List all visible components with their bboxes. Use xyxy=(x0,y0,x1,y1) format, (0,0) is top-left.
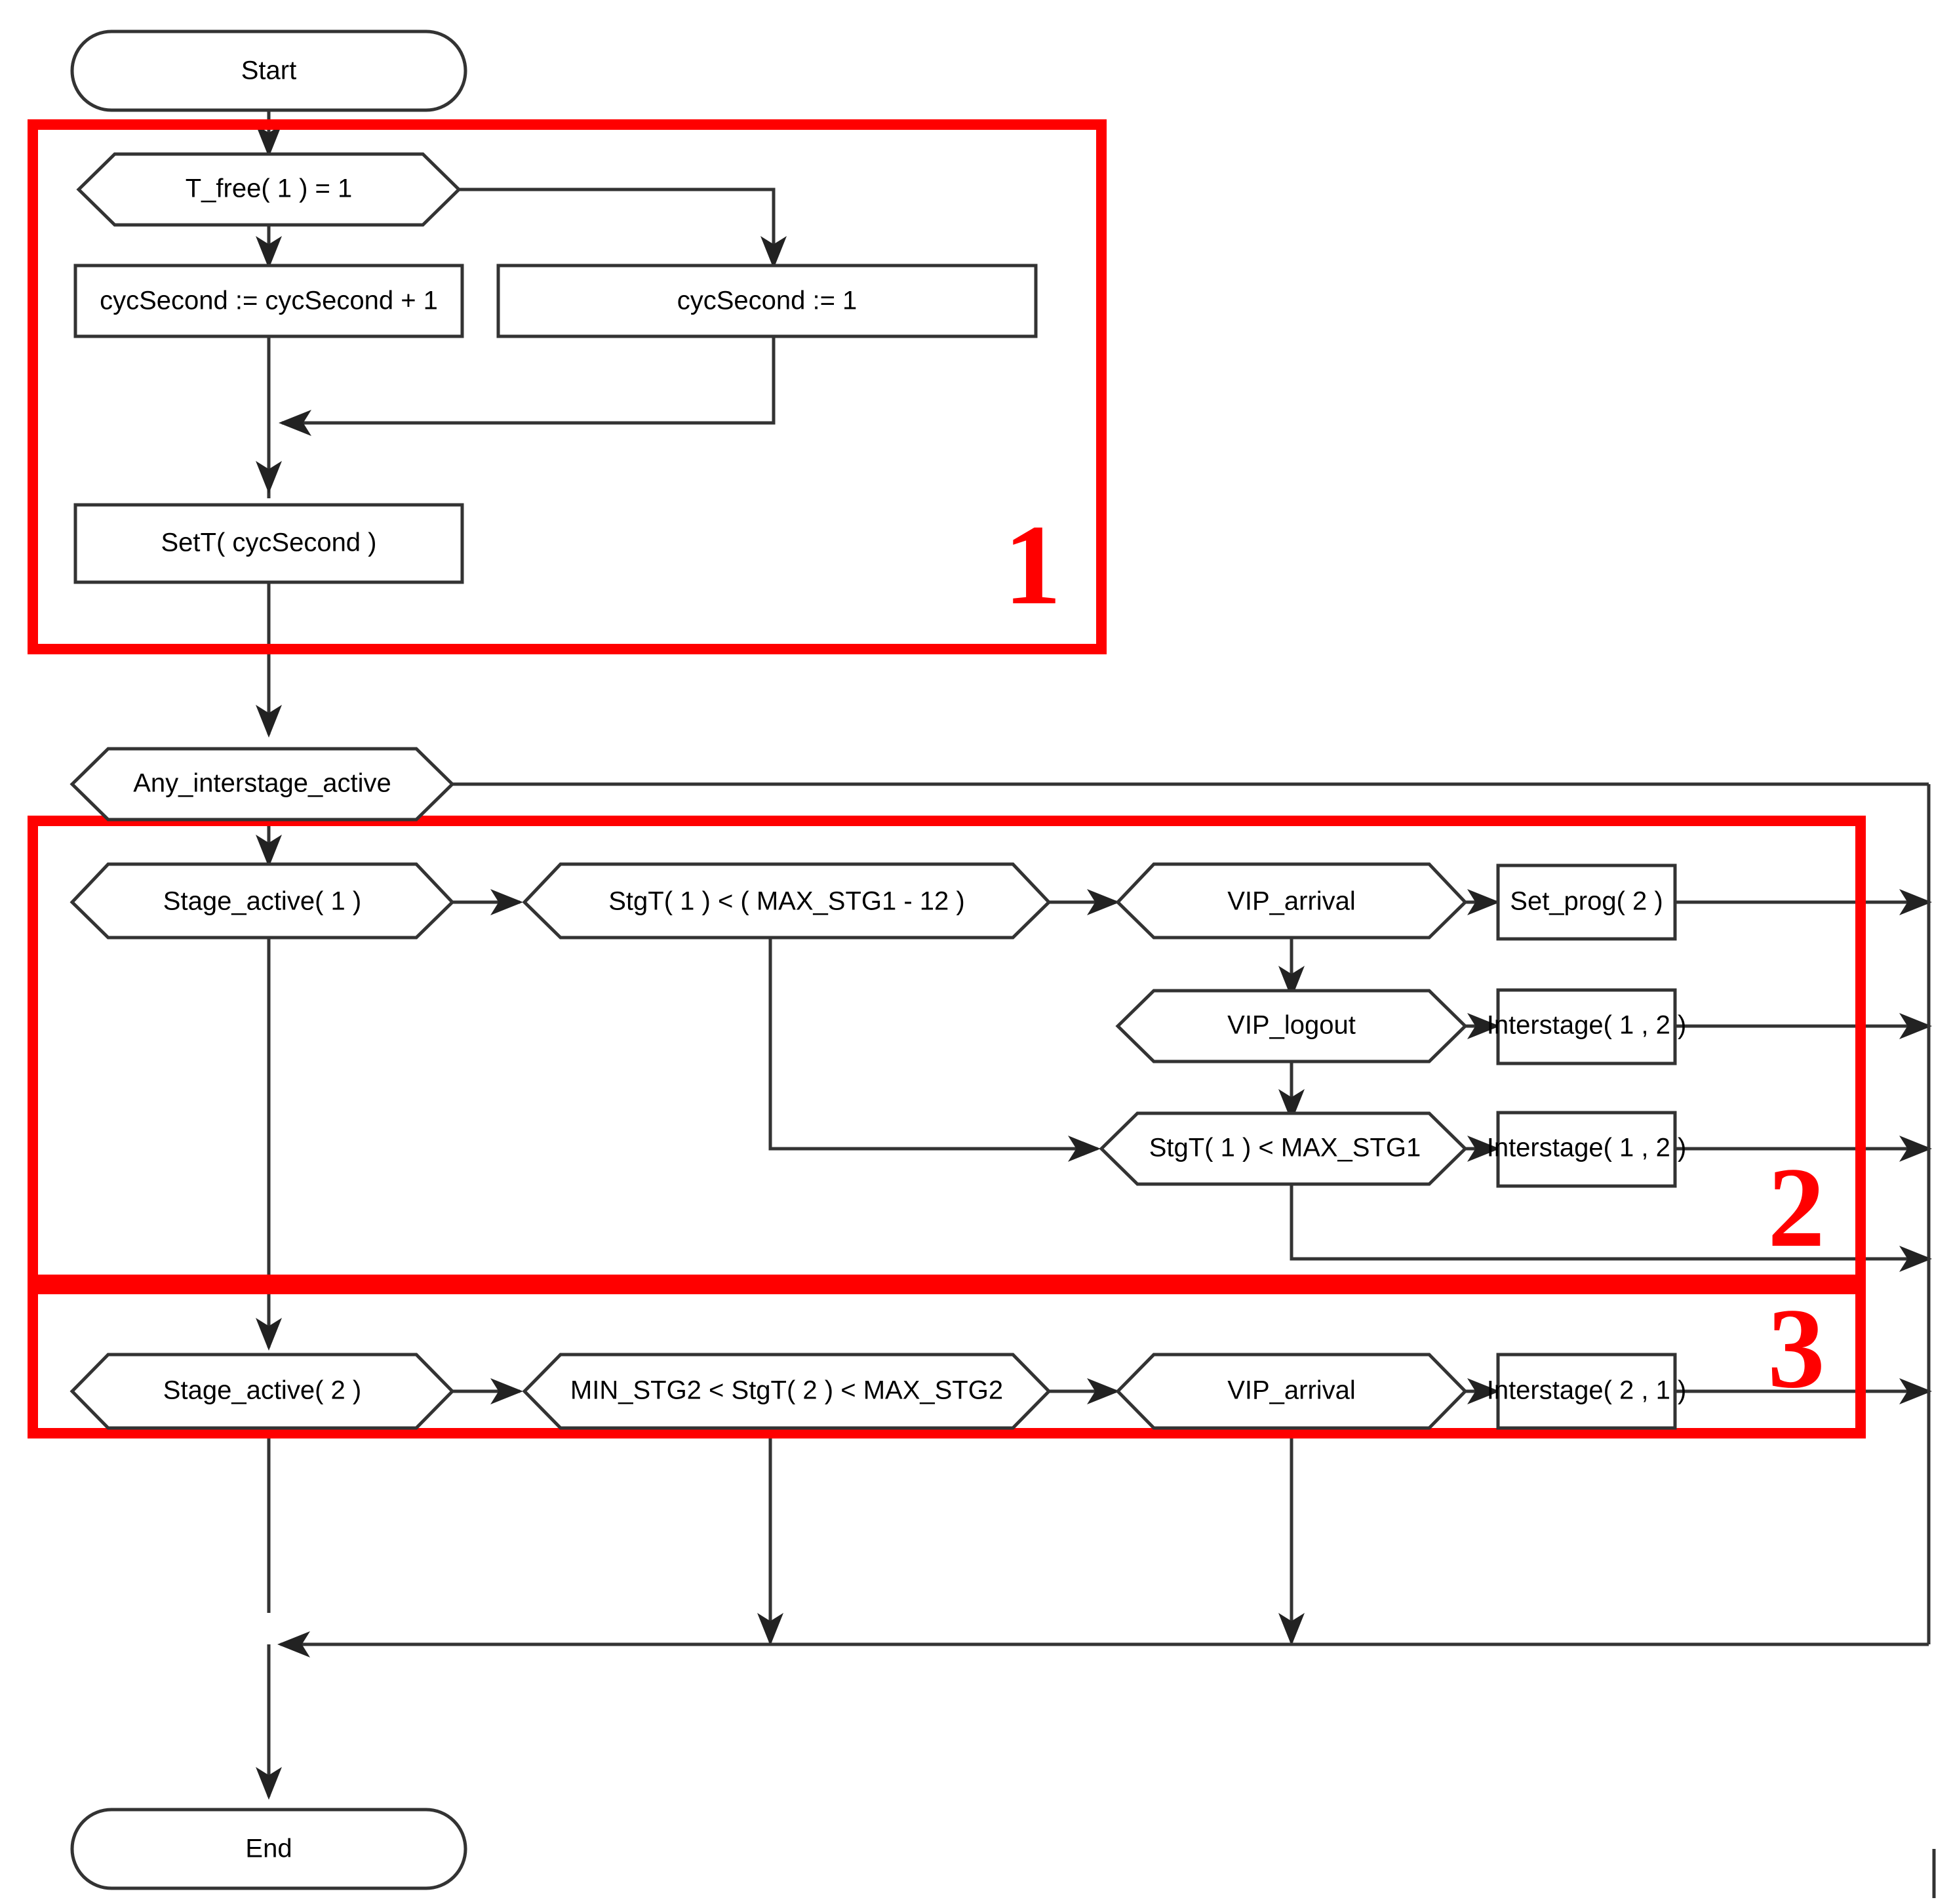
node-stage-active-2[interactable]: Stage_active( 2 ) xyxy=(69,1353,455,1430)
node-any-interstage[interactable]: Any_interstage_active xyxy=(69,747,455,822)
edge-stgt1max-down-to-collector xyxy=(1290,1184,1932,1272)
region-1-label: 1 xyxy=(1004,501,1061,628)
node-cycsecond-set1[interactable]: cycSecond := 1 xyxy=(496,264,1038,338)
node-stgt1-max[interactable]: StgT( 1 ) < MAX_STG1 xyxy=(1099,1111,1468,1186)
node-cycsecond-set1-label: cycSecond := 1 xyxy=(677,287,858,315)
node-vip-arrival-2[interactable]: VIP_arrival xyxy=(1115,1353,1468,1430)
node-t-free-label: T_free( 1 ) = 1 xyxy=(186,174,353,203)
node-stgt1-max-minus12-label: StgT( 1 ) < ( MAX_STG1 - 12 ) xyxy=(608,887,964,916)
terminator-start-label: Start xyxy=(241,56,296,85)
terminator-end-label: End xyxy=(245,1835,292,1863)
node-cycsecond-inc-label: cycSecond := cycSecond + 1 xyxy=(100,287,438,315)
node-sett[interactable]: SetT( cycSecond ) xyxy=(73,503,464,584)
node-interstage-2-1-label: Interstage( 2 , 1 ) xyxy=(1487,1376,1687,1405)
node-vip-arrival-1-label: VIP_arrival xyxy=(1227,887,1356,916)
edge-set1-merge xyxy=(279,336,776,436)
node-interstage-1-2-a-label: Interstage( 1 , 2 ) xyxy=(1487,1011,1687,1040)
node-stgt2-range[interactable]: MIN_STG2 < StgT( 2 ) < MAX_STG2 xyxy=(522,1353,1052,1430)
node-stgt1-max-label: StgT( 1 ) < MAX_STG1 xyxy=(1149,1134,1421,1162)
node-cycsecond-inc[interactable]: cycSecond := cycSecond + 1 xyxy=(73,264,464,338)
node-stage-active-1-label: Stage_active( 1 ) xyxy=(163,887,361,916)
terminator-start[interactable]: Start xyxy=(70,30,467,112)
node-vip-logout[interactable]: VIP_logout xyxy=(1115,989,1468,1063)
edge-stgt1m12-down-to-stgt1max xyxy=(768,938,1101,1162)
node-vip-arrival-1[interactable]: VIP_arrival xyxy=(1115,862,1468,940)
node-interstage-2-1[interactable]: Interstage( 2 , 1 ) xyxy=(1487,1353,1687,1430)
terminator-end[interactable]: End xyxy=(70,1808,467,1890)
node-interstage-1-2-b[interactable]: Interstage( 1 , 2 ) xyxy=(1487,1111,1687,1188)
region-2-label: 2 xyxy=(1767,1143,1825,1271)
node-vip-logout-label: VIP_logout xyxy=(1227,1011,1356,1040)
node-stage-active-2-label: Stage_active( 2 ) xyxy=(163,1376,361,1405)
node-t-free[interactable]: T_free( 1 ) = 1 xyxy=(76,152,462,227)
node-any-interstage-label: Any_interstage_active xyxy=(133,769,391,798)
region-3-label: 3 xyxy=(1767,1284,1825,1412)
node-set-prog-2-label: Set_prog( 2 ) xyxy=(1510,887,1663,916)
node-sett-label: SetT( cycSecond ) xyxy=(161,528,376,557)
node-stgt1-max-minus12[interactable]: StgT( 1 ) < ( MAX_STG1 - 12 ) xyxy=(522,862,1052,940)
region-2-box xyxy=(28,816,1866,1285)
node-stage-active-1[interactable]: Stage_active( 1 ) xyxy=(69,862,455,940)
region-1-box xyxy=(28,119,1107,654)
node-vip-arrival-2-label: VIP_arrival xyxy=(1227,1376,1356,1405)
node-set-prog-2[interactable]: Set_prog( 2 ) xyxy=(1496,863,1677,941)
node-interstage-1-2-a[interactable]: Interstage( 1 , 2 ) xyxy=(1487,988,1687,1065)
node-stgt2-range-label: MIN_STG2 < StgT( 2 ) < MAX_STG2 xyxy=(570,1376,1003,1405)
node-interstage-1-2-b-label: Interstage( 1 , 2 ) xyxy=(1487,1134,1687,1162)
region-3-box xyxy=(28,1284,1866,1438)
edge-tfree-to-set1 xyxy=(459,188,787,269)
